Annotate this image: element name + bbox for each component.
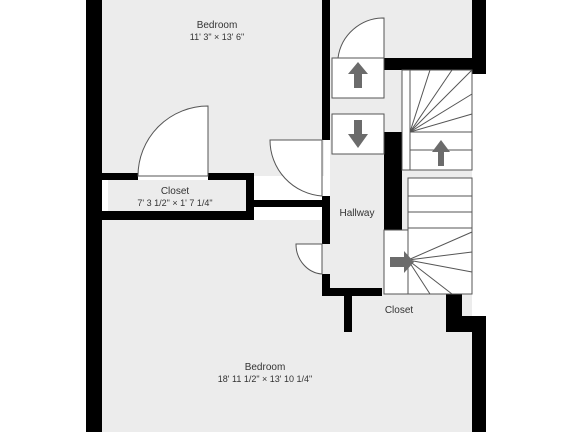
walls (86, 0, 486, 432)
wall-hall-bottom-stub (322, 274, 330, 296)
bedroom-bottom-label: Bedroom 18' 11 1/2" × 13' 10 1/4" (200, 362, 330, 385)
stair-line (409, 69, 473, 133)
door-hallway (269, 139, 323, 197)
wall-closet-right-left (344, 288, 352, 332)
hallway-label: Hallway (330, 208, 384, 220)
stair-line (407, 259, 431, 295)
wall-top-center (322, 0, 330, 140)
wall-closet-left-bottom (102, 211, 254, 220)
wall-right-top (472, 0, 486, 74)
doors (137, 17, 385, 275)
stair-line (407, 259, 453, 295)
wall-hall-left-lower (322, 196, 330, 244)
bedroom-top-label: Bedroom 11' 3" × 13' 6" (162, 20, 272, 43)
stair-line (409, 93, 473, 133)
room-name: Hallway (339, 208, 375, 219)
room-dimensions: 18' 11 1/2" × 13' 10 1/4" (217, 374, 313, 384)
wall-closet-left-right (246, 173, 254, 219)
stair-top-run (401, 69, 473, 171)
room-name: Bedroom (244, 362, 286, 373)
wall-stair-mid (384, 132, 402, 232)
room-dimensions: 7' 3 1/2" × 1' 7 1/4" (137, 198, 213, 208)
stair-line (407, 251, 473, 261)
arrow-up-icon (432, 140, 450, 166)
closet-left-label: Closet 7' 3 1/2" × 1' 7 1/4" (115, 186, 235, 209)
stair-line (409, 113, 473, 133)
closet-left-floor (108, 180, 246, 211)
closet-right-label: Closet (370, 305, 428, 317)
room-name: Bedroom (196, 20, 238, 31)
door-bedroom-top (137, 105, 209, 177)
wall-right-lower (472, 316, 486, 432)
wall-hall-connector (254, 200, 330, 207)
arrow-up-icon (348, 62, 368, 88)
door-upper-right (337, 17, 385, 59)
stair-bottom-run (407, 177, 473, 295)
stair-line (409, 69, 453, 133)
room-name: Closet (160, 186, 190, 197)
stair-arrows (348, 62, 450, 273)
wall-left-outer (86, 0, 102, 432)
room-dimensions: 11' 3" × 13' 6" (189, 32, 245, 42)
closet-right-floor (352, 296, 446, 332)
arrow-right-icon (390, 251, 414, 273)
wall-closet-left-top2 (208, 173, 254, 180)
arrow-down-icon (348, 120, 368, 148)
door-bedroom-bottom (295, 243, 323, 275)
stair-line (407, 231, 473, 261)
stair-line (407, 259, 473, 273)
stair-line (409, 69, 431, 133)
wall-stair-top (384, 58, 486, 70)
wall-closet-left-top (102, 173, 138, 180)
room-name: Closet (384, 305, 414, 316)
